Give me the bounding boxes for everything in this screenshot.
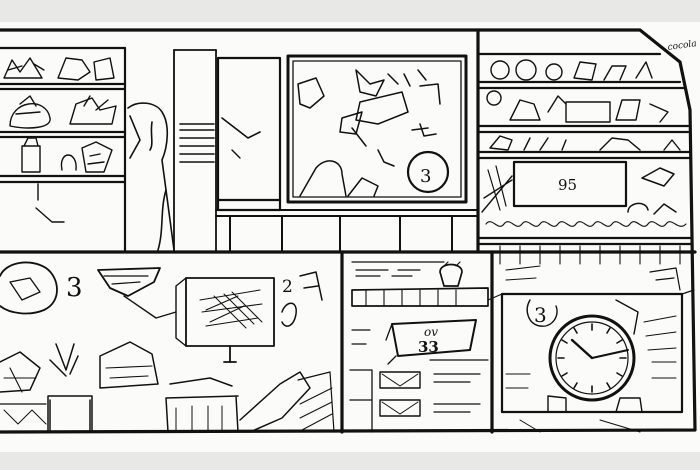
corner-scrawl: cocola (667, 39, 697, 53)
shelf-panel-right (476, 52, 694, 246)
bottom-middle-scene (349, 261, 489, 433)
clock-hand-hour (570, 338, 594, 360)
shelf-panel-left (0, 46, 127, 254)
outer-frame (0, 28, 697, 434)
chalkboard-sign (481, 160, 687, 265)
central-picture-frame (286, 54, 468, 204)
board-number: 95 (558, 176, 577, 194)
left-digit: 3 (66, 273, 83, 303)
clock-hand-minute (591, 349, 629, 359)
wall-clock (548, 314, 636, 402)
middle-digit: 2 (282, 277, 293, 297)
window-label: 3 (420, 166, 431, 187)
bottom-left-scene (0, 261, 335, 433)
tag-top: ov (424, 325, 438, 339)
floor-ledge (215, 209, 479, 253)
standing-figure (127, 49, 217, 253)
clock-scene (487, 265, 695, 433)
clock-label: 3 (534, 303, 547, 327)
tag-bottom: 33 (418, 338, 439, 356)
